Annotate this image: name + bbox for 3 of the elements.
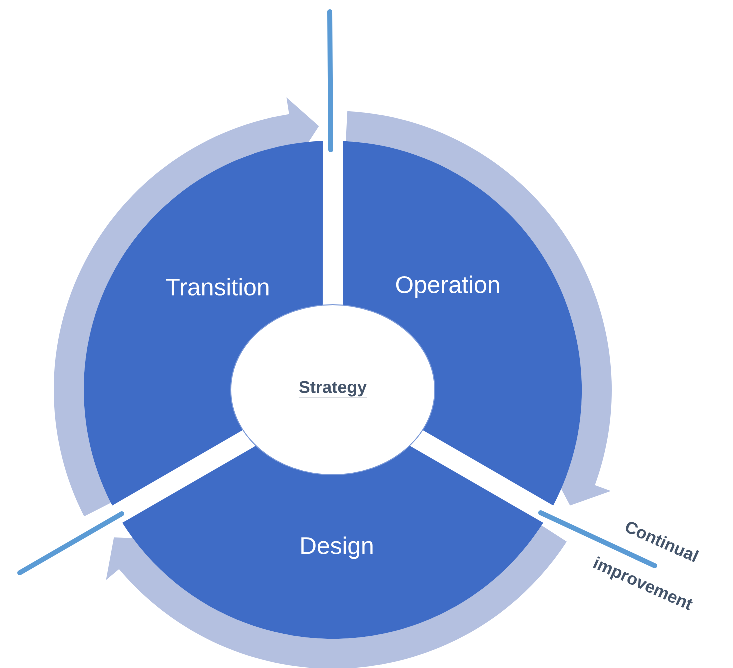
sector-label: Transition (166, 278, 269, 296)
sector-label: Design (302, 536, 373, 560)
sector-label: Operation (396, 276, 500, 298)
